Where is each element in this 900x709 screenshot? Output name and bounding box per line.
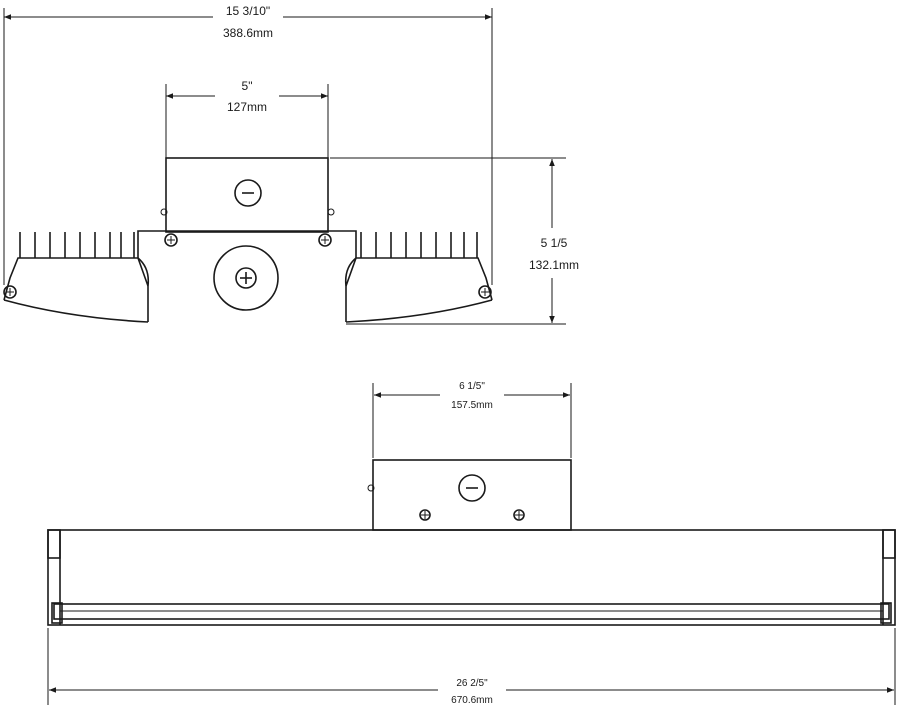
right-heatsink [345, 232, 493, 323]
overall-length-metric: 670.6mm [451, 695, 493, 706]
fixture-body [47, 529, 896, 626]
central-housing [137, 230, 357, 322]
overall-length-dimension: 26 2/5" 670.6mm [47, 628, 896, 706]
height-imperial: 5 1/5 [541, 236, 568, 250]
junction-box-end [160, 157, 335, 233]
left-heatsink [3, 232, 149, 323]
top-width-imperial: 15 3/10" [226, 4, 270, 18]
end-view: 15 3/10" 388.6mm 5" 127mm 5 1/5 132.1mm [3, 4, 579, 325]
height-dimension: 5 1/5 132.1mm [330, 157, 579, 325]
mount-width-dimension: 5" 127mm [165, 79, 329, 158]
mount-width-metric: 127mm [227, 100, 267, 114]
junction-box-side [367, 459, 572, 531]
box-length-imperial: 6 1/5" [459, 381, 485, 392]
box-length-dimension: 6 1/5" 157.5mm [372, 381, 572, 458]
side-view: 6 1/5" 157.5mm [47, 381, 896, 706]
overall-length-imperial: 26 2/5" [456, 678, 488, 689]
top-width-dimension: 15 3/10" 388.6mm [3, 4, 493, 285]
top-width-metric: 388.6mm [223, 26, 273, 40]
box-length-metric: 157.5mm [451, 400, 493, 411]
height-metric: 132.1mm [529, 258, 579, 272]
mount-width-imperial: 5" [242, 79, 253, 93]
